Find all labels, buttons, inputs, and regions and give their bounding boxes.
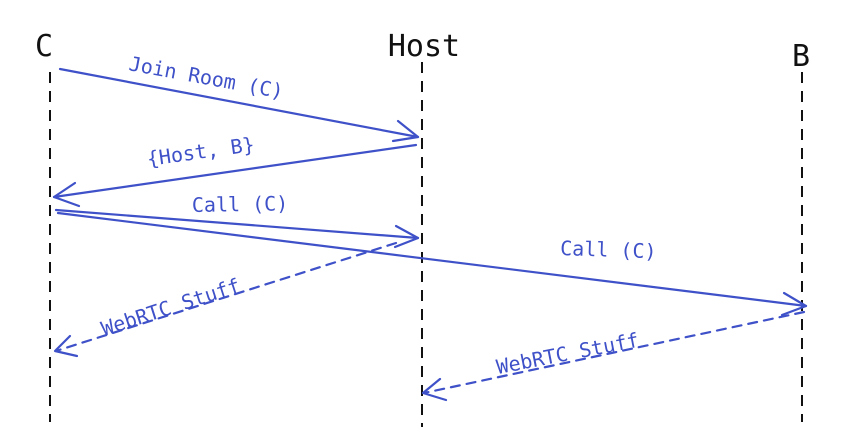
join-room-arrowhead	[391, 119, 420, 143]
host-reply-label: {Host, B}	[145, 132, 256, 171]
call-b-arrowhead	[780, 291, 808, 317]
participant-b-label: B	[792, 39, 810, 74]
participant-host-label: Host	[388, 29, 460, 64]
call-host-label: Call (C)	[192, 191, 289, 217]
message-webrtc-b-host: WebRTC Stuff	[421, 310, 806, 402]
webrtc-host-c-arrowhead	[53, 334, 79, 358]
webrtc-b-host-arrowhead	[421, 377, 448, 402]
message-webrtc-host-c: WebRTC Stuff	[53, 241, 398, 358]
call-b-arrow-line	[56, 211, 808, 308]
webrtc-host-c-label: WebRTC Stuff	[98, 273, 243, 340]
participant-c-label: C	[35, 29, 53, 64]
message-call-b: Call (C)	[56, 211, 808, 317]
message-join-room: Join Room (C)	[58, 51, 420, 143]
host-reply-arrow-line	[52, 143, 418, 199]
call-host-arrow-line	[54, 208, 420, 240]
call-host-arrowhead	[393, 224, 420, 249]
host-reply-arrowhead	[52, 181, 81, 208]
join-room-arrow-line	[58, 67, 420, 139]
webrtc-b-host-label: WebRTC Stuff	[494, 328, 640, 379]
call-b-label: Call (C)	[560, 236, 657, 263]
webrtc-b-host-arrow-line	[422, 310, 806, 395]
join-room-label: Join Room (C)	[127, 51, 285, 103]
message-call-host: Call (C)	[54, 191, 420, 249]
webrtc-host-c-arrow-line	[54, 241, 398, 353]
